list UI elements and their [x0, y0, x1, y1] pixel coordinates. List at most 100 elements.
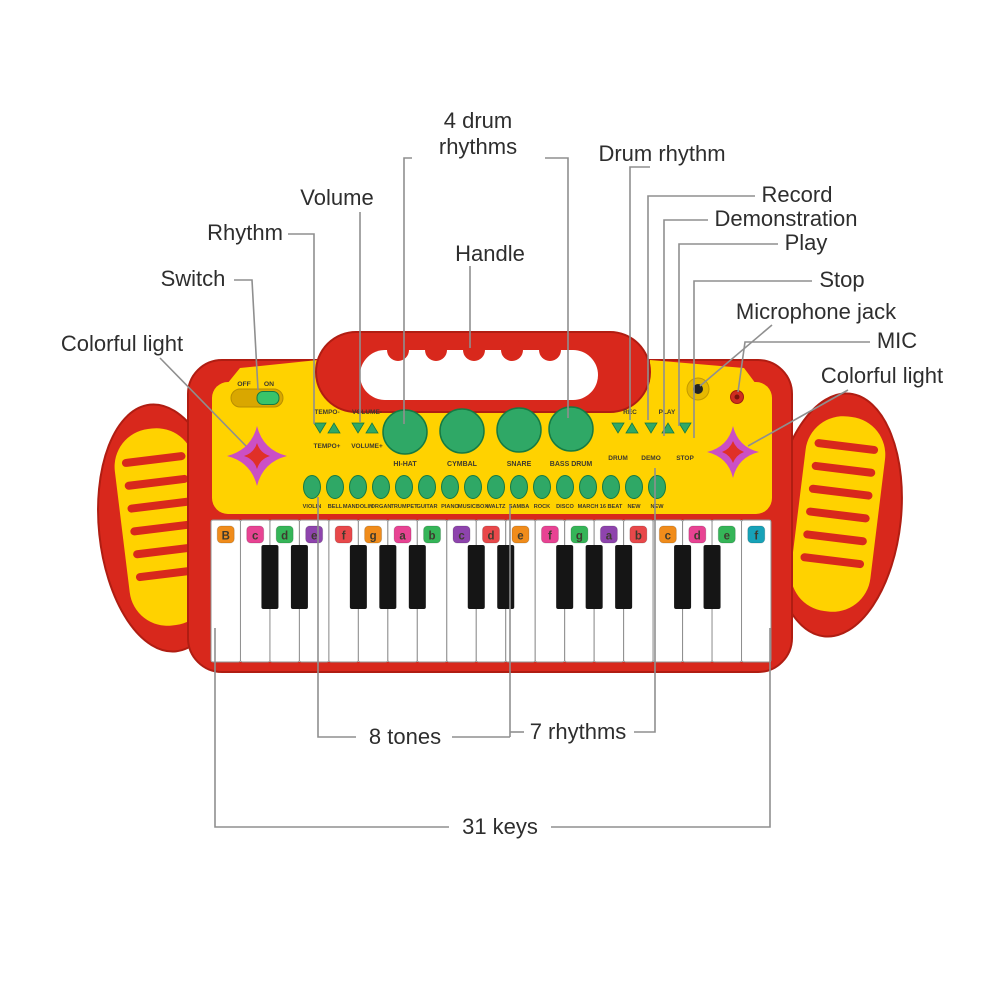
instrument-label: ROCK	[534, 504, 550, 510]
cymbal-pad-button	[439, 408, 485, 454]
drum-pads	[382, 406, 594, 455]
tempo-down-button	[313, 422, 327, 434]
snare-label: SNARE	[507, 461, 532, 468]
tempo-plus-label: TEMPO+	[314, 443, 341, 450]
mic-hole	[730, 390, 744, 404]
key-letter-chip	[570, 525, 589, 544]
key-letter-chip	[599, 525, 618, 544]
callout-mic: MIC	[876, 328, 918, 353]
instrument-button	[303, 475, 321, 499]
transport-buttons	[611, 422, 692, 434]
volume-plus-label: VOLUME+	[351, 443, 383, 450]
black-key	[703, 545, 721, 609]
callout-record: Record	[761, 182, 833, 207]
instrument-button	[648, 475, 666, 499]
power-switch-knob	[256, 391, 280, 405]
callout-colorful-light-left: Colorful light	[60, 331, 184, 356]
instrument-label: BELL	[328, 504, 343, 510]
key-letter-chip	[747, 525, 766, 544]
instrument-label: SAMBA	[509, 504, 530, 510]
key-letter: B	[222, 531, 230, 543]
key-letter: e	[724, 531, 730, 543]
callout-4-drum-rhythms: 4 drum rhythms	[438, 108, 518, 159]
callout-line-4drum-left	[403, 157, 412, 424]
key-letter-chip	[629, 525, 648, 544]
key-letter: c	[665, 531, 672, 543]
tempo-minus-label: TEMPO-	[314, 409, 339, 416]
play-button	[661, 422, 675, 434]
instrument-button	[372, 475, 390, 499]
volume-minus-label: VOLUME-	[352, 409, 382, 416]
black-key	[585, 545, 603, 609]
black-key	[674, 545, 692, 609]
callout-stop: Stop	[819, 267, 865, 292]
callout-line-8tones-left	[317, 497, 356, 738]
key-letter: f	[548, 531, 552, 543]
callout-handle: Handle	[455, 241, 525, 266]
volume-up-button	[365, 422, 379, 434]
callout-line-mic	[737, 341, 870, 393]
play-label: PLAY	[659, 409, 676, 416]
key-letter: e	[311, 531, 317, 543]
callout-colorful-light-right: Colorful light	[820, 363, 944, 388]
tempo-up-button	[327, 422, 341, 434]
instrument-button	[533, 475, 551, 499]
black-key	[615, 545, 633, 609]
black-key	[408, 545, 426, 609]
instrument-label: MANDOLIN	[343, 504, 373, 510]
instrument-button	[395, 475, 413, 499]
key-letter-chip	[246, 525, 265, 544]
key-letter: e	[517, 531, 523, 543]
callout-line-rhythm	[288, 233, 315, 424]
callout-line-7rhythms-right	[634, 468, 656, 733]
callout-line-mic-jack	[699, 324, 773, 387]
callout-7-rhythms: 7 rhythms	[529, 719, 627, 744]
instrument-label: MARCH	[578, 504, 599, 510]
callout-31-keys: 31 keys	[462, 814, 538, 839]
switch-on-label: ON	[264, 381, 274, 388]
black-key	[261, 545, 279, 609]
key-letter: a	[606, 531, 613, 543]
black-keys	[261, 545, 721, 609]
key-letter: f	[342, 531, 346, 543]
black-key	[556, 545, 574, 609]
instrument-label: DISCO	[556, 504, 574, 510]
handle-cutout	[360, 350, 598, 400]
callout-demonstration: Demonstration	[714, 206, 858, 231]
key-letter: g	[576, 531, 583, 543]
instrument-button	[464, 475, 482, 499]
callout-line-4drum-right	[545, 157, 569, 418]
instrument-label: 16 BEAT	[600, 504, 623, 510]
black-key	[497, 545, 515, 609]
key-letter: d	[694, 531, 701, 543]
panel-controls: OFF ON TEMPO- VOLUME- TEMPO+	[227, 377, 759, 510]
instrument-label: NEW	[627, 504, 641, 510]
callout-rhythm: Rhythm	[207, 220, 283, 245]
rec-button	[625, 422, 639, 434]
callout-line-colorful-light-right	[747, 389, 849, 447]
key-letter-chip	[717, 525, 736, 544]
star-decoration-left-icon	[227, 426, 287, 486]
key-letter-chip	[423, 525, 442, 544]
key-letter: f	[754, 531, 758, 543]
key-letter: a	[399, 531, 406, 543]
key-letter-chip	[688, 525, 707, 544]
key-letter-chip	[364, 525, 383, 544]
instrument-button	[418, 475, 436, 499]
instrument-label: ORGAN	[371, 504, 392, 510]
key-letter-chip	[216, 525, 235, 544]
demo-label: DEMO	[641, 455, 661, 462]
right-speaker-grip	[790, 416, 886, 612]
callout-line-switch	[234, 279, 259, 391]
cymbal-label: CYMBAL	[447, 461, 478, 468]
instrument-label: WALTZ	[487, 504, 506, 510]
switch-off-label: OFF	[237, 381, 251, 388]
callout-line-drum-rhythm	[629, 166, 650, 420]
stop-button	[678, 422, 692, 434]
drum-button	[611, 422, 625, 434]
key-letter: d	[487, 531, 494, 543]
instrument-label: NEW	[650, 504, 664, 510]
key-letter-chip	[275, 525, 294, 544]
key-letter: c	[252, 531, 259, 543]
